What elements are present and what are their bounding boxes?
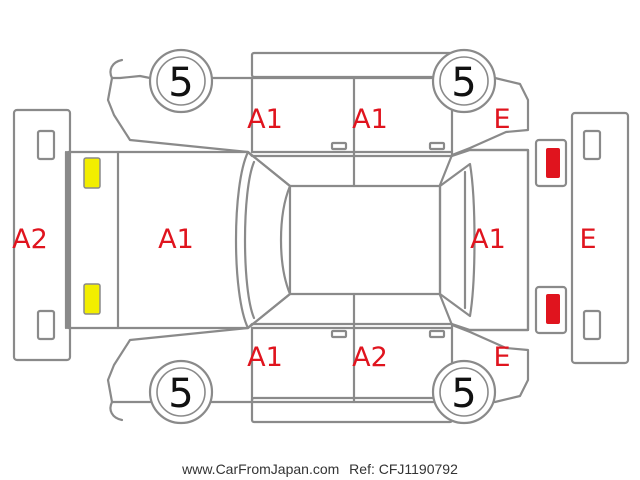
rear-bumper (570, 111, 630, 365)
code-front-bumper: A2 (12, 224, 48, 255)
footer-site: www.CarFromJapan.com (181, 461, 339, 477)
tire-rating-front-left: 5 (168, 60, 193, 106)
wheel-front-left: 5 (148, 48, 214, 114)
code-rear-bumper: E (579, 224, 596, 255)
front-bumper (12, 108, 72, 362)
taillight-upper-marker (546, 148, 560, 178)
tire-rating-rear-left: 5 (451, 60, 476, 106)
side-skirt-top (250, 51, 454, 79)
door-handle (428, 329, 446, 339)
code-front-door-top: A1 (247, 104, 283, 135)
code-rear-fender-top: E (493, 104, 510, 135)
door-handle (330, 329, 348, 339)
code-trunk: A1 (470, 224, 506, 255)
car-body-outline (64, 58, 530, 422)
door-handle (428, 141, 446, 151)
code-hood: A1 (158, 224, 194, 255)
wheel-front-right: 5 (148, 359, 214, 425)
taillight-lower-marker (546, 294, 560, 324)
code-rear-fender-bottom: E (493, 342, 510, 373)
code-rear-door-bottom: A2 (352, 342, 388, 373)
footer-ref: Ref: CFJ1190792 (349, 461, 458, 477)
tire-rating-rear-right: 5 (451, 371, 476, 417)
footer-text: www.CarFromJapan.com Ref: CFJ1190792 (181, 461, 458, 477)
headlight-upper-marker (83, 157, 101, 189)
door-handle (330, 141, 348, 151)
code-rear-door-top: A1 (352, 104, 388, 135)
wheel-rear-left: 5 (431, 48, 497, 114)
wheel-rear-right: 5 (431, 359, 497, 425)
headlight-lower-marker (83, 283, 101, 315)
code-front-door-bottom: A1 (247, 342, 283, 373)
tire-rating-front-right: 5 (168, 371, 193, 417)
